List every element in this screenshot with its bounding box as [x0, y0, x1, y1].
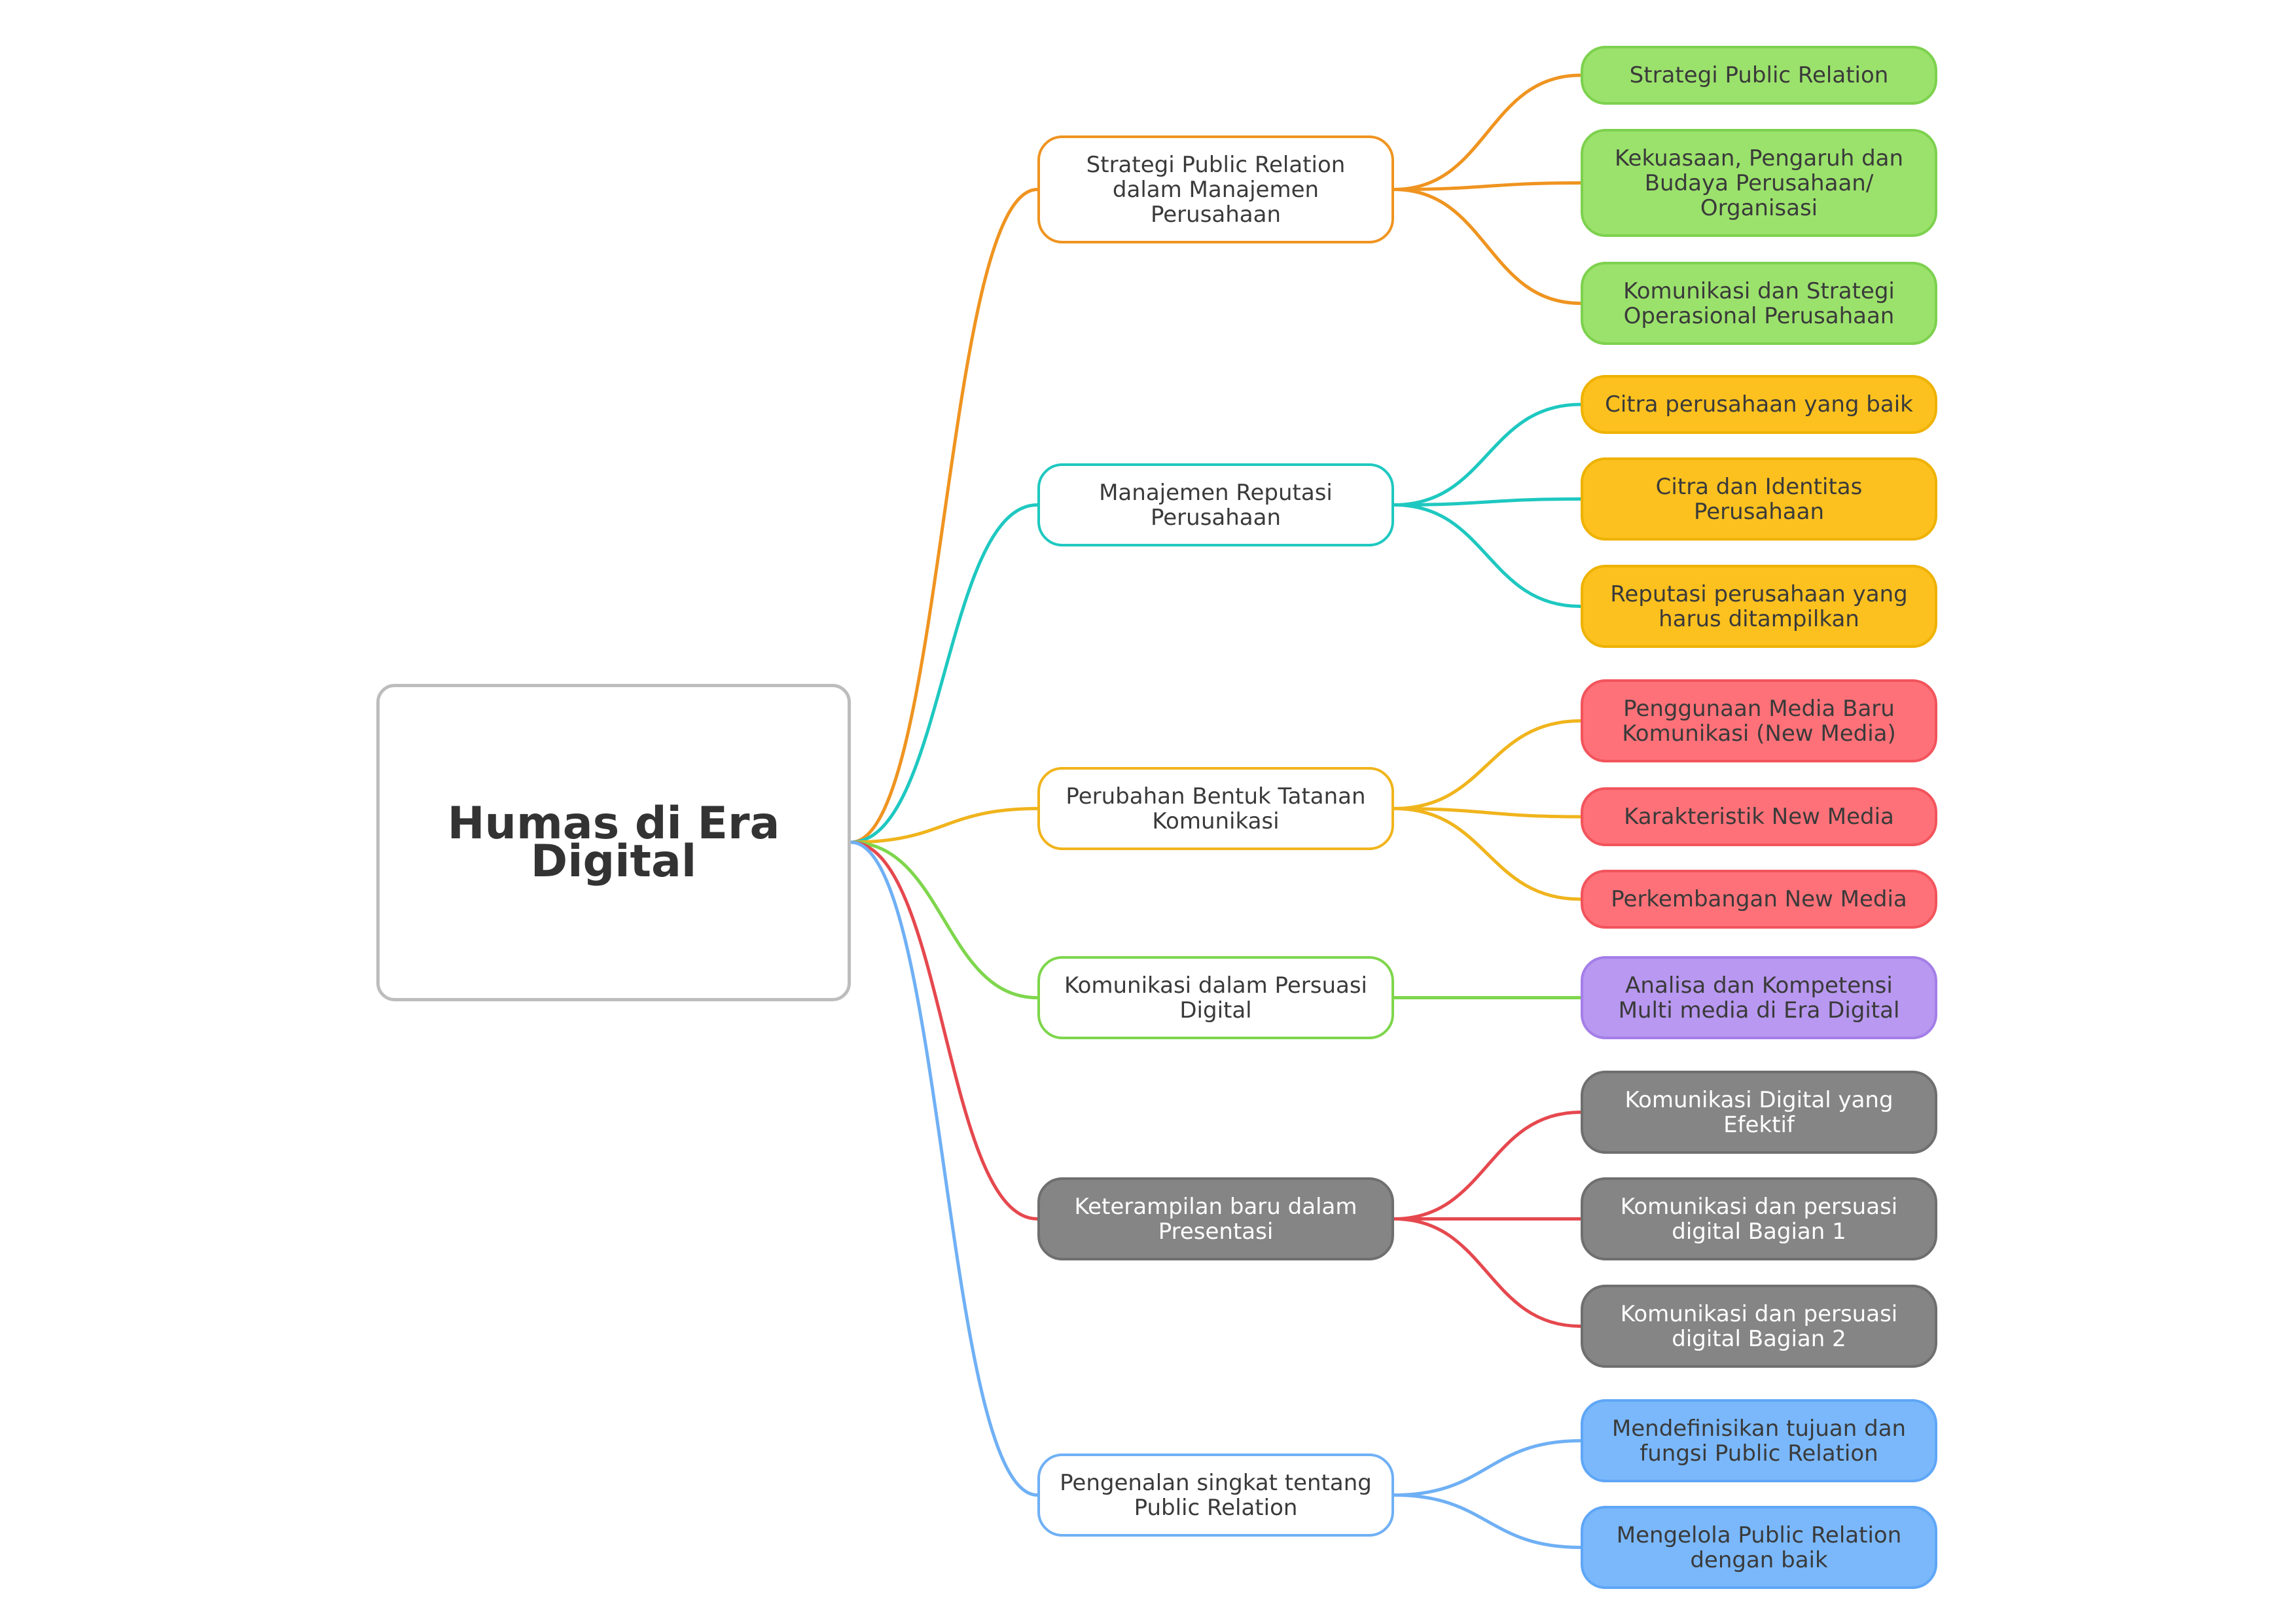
connector-root-to-branch-4: [849, 840, 1039, 999]
leaf-topic-komunikasi-dan-persuasi-digital-bagian-1[interactable]: Komunikasi dan persuasi digital Bagian 1: [1581, 1177, 1937, 1260]
leaf-topic-kekuasaan-pengaruh-dan-budaya-perusahaan[interactable]: Kekuasaan, Pengaruh dan Budaya Perusahaa…: [1581, 129, 1937, 237]
leaf-topic-komunikasi-dan-strategi-operasional-peru-label: Komunikasi dan Strategi Operasional Peru…: [1623, 277, 1895, 329]
branch-topic-pengenalan-singkat-tentang-public-relati-label: Pengenalan singkat tentang Public Relati…: [1060, 1469, 1372, 1521]
leaf-topic-mendefinisikan-tujuan-dan-fungsi-public--label: Mendefinisikan tujuan dan fungsi Public …: [1611, 1415, 1907, 1467]
branch-topic-manajemen-reputasi-perusahaan[interactable]: Manajemen Reputasi Perusahaan: [1037, 463, 1394, 546]
connector-branch-2-to-leaf-1: [1392, 402, 1583, 507]
branch-topic-keterampilan-baru-dalam-presentasi[interactable]: Keterampilan baru dalam Presentasi: [1037, 1177, 1394, 1260]
leaf-topic-perkembangan-new-media-label: Perkembangan New Media: [1611, 886, 1907, 912]
branch-topic-komunikasi-dalam-persuasi-digital[interactable]: Komunikasi dalam Persuasi Digital: [1037, 956, 1394, 1039]
leaf-topic-komunikasi-dan-persuasi-digital-bagian-2-label: Komunikasi dan persuasi digital Bagian 2: [1620, 1300, 1898, 1352]
connector-root-to-branch-3: [849, 807, 1039, 844]
leaf-topic-karakteristik-new-media-label: Karakteristik New Media: [1624, 804, 1894, 830]
branch-topic-strategi-public-relation-dalam-manajemen-label: Strategi Public Relation dalam Manajemen…: [1086, 151, 1346, 228]
leaf-topic-citra-dan-identitas-perusahaan-label: Citra dan Identitas Perusahaan: [1655, 473, 1863, 525]
leaf-topic-analisa-dan-kompetensi-multi-media-di-er-label: Analisa dan Kompetensi Multi media di Er…: [1618, 972, 1900, 1024]
leaf-topic-komunikasi-digital-yang-efektif-label: Komunikasi Digital yang Efektif: [1624, 1086, 1893, 1138]
leaf-topic-strategi-public-relation[interactable]: Strategi Public Relation: [1581, 46, 1937, 105]
branch-topic-komunikasi-dalam-persuasi-digital-label: Komunikasi dalam Persuasi Digital: [1064, 972, 1368, 1024]
connector-root-to-branch-5: [849, 840, 1039, 1221]
leaf-topic-kekuasaan-pengaruh-dan-budaya-perusahaan-label: Kekuasaan, Pengaruh dan Budaya Perusahaa…: [1614, 145, 1904, 221]
connector-branch-3-to-leaf-2: [1392, 807, 1583, 819]
connector-branch-5-to-leaf-3: [1392, 1217, 1583, 1328]
leaf-topic-perkembangan-new-media[interactable]: Perkembangan New Media: [1581, 870, 1937, 929]
connector-root-to-branch-1: [849, 188, 1039, 844]
connector-branch-2-to-leaf-3: [1392, 503, 1583, 608]
leaf-topic-komunikasi-dan-persuasi-digital-bagian-1-label: Komunikasi dan persuasi digital Bagian 1: [1620, 1193, 1898, 1245]
leaf-topic-citra-perusahaan-yang-baik[interactable]: Citra perusahaan yang baik: [1581, 375, 1937, 434]
connector-branch-1-to-leaf-3: [1392, 188, 1583, 305]
leaf-topic-komunikasi-dan-persuasi-digital-bagian-2[interactable]: Komunikasi dan persuasi digital Bagian 2: [1581, 1285, 1937, 1368]
connector-root-to-branch-2: [849, 503, 1039, 844]
connector-branch-2-to-leaf-2: [1392, 497, 1583, 507]
connector-branch-3-to-leaf-1: [1392, 719, 1583, 810]
leaf-topic-mendefinisikan-tujuan-dan-fungsi-public-[interactable]: Mendefinisikan tujuan dan fungsi Public …: [1581, 1399, 1937, 1482]
connector-branch-1-to-leaf-1: [1392, 73, 1583, 191]
leaf-topic-komunikasi-dan-strategi-operasional-peru[interactable]: Komunikasi dan Strategi Operasional Peru…: [1581, 262, 1937, 345]
leaf-topic-penggunaan-media-baru-komunikasi-new-med-label: Penggunaan Media Baru Komunikasi (New Me…: [1622, 695, 1896, 747]
leaf-topic-mengelola-public-relation-dengan-baik[interactable]: Mengelola Public Relation dengan baik: [1581, 1506, 1937, 1589]
branch-topic-keterampilan-baru-dalam-presentasi-label: Keterampilan baru dalam Presentasi: [1074, 1193, 1357, 1245]
leaf-topic-mengelola-public-relation-dengan-baik-label: Mengelola Public Relation dengan baik: [1616, 1522, 1902, 1573]
leaf-topic-citra-perusahaan-yang-baik-label: Citra perusahaan yang baik: [1605, 391, 1913, 418]
connector-branch-3-to-leaf-3: [1392, 807, 1583, 901]
branch-topic-pengenalan-singkat-tentang-public-relati[interactable]: Pengenalan singkat tentang Public Relati…: [1037, 1454, 1394, 1537]
branch-topic-strategi-public-relation-dalam-manajemen[interactable]: Strategi Public Relation dalam Manajemen…: [1037, 135, 1394, 243]
branch-topic-manajemen-reputasi-perusahaan-label: Manajemen Reputasi Perusahaan: [1099, 479, 1333, 531]
connector-branch-6-to-leaf-1: [1392, 1439, 1583, 1497]
connector-root-to-branch-6: [849, 840, 1039, 1497]
leaf-topic-reputasi-perusahaan-yang-harus-ditampilk-label: Reputasi perusahaan yang harus ditampilk…: [1610, 580, 1908, 632]
branch-topic-perubahan-bentuk-tatanan-komunikasi-label: Perubahan Bentuk Tatanan Komunikasi: [1066, 783, 1366, 834]
branch-topic-perubahan-bentuk-tatanan-komunikasi[interactable]: Perubahan Bentuk Tatanan Komunikasi: [1037, 767, 1394, 850]
connector-branch-5-to-leaf-1: [1392, 1111, 1583, 1221]
leaf-topic-strategi-public-relation-label: Strategi Public Relation: [1629, 62, 1889, 88]
leaf-topic-citra-dan-identitas-perusahaan[interactable]: Citra dan Identitas Perusahaan: [1581, 457, 1937, 541]
root-topic-label: Humas di Era Digital: [447, 797, 780, 887]
root-topic[interactable]: Humas di Era Digital: [376, 684, 851, 1001]
leaf-topic-komunikasi-digital-yang-efektif[interactable]: Komunikasi Digital yang Efektif: [1581, 1071, 1937, 1154]
leaf-topic-karakteristik-new-media[interactable]: Karakteristik New Media: [1581, 787, 1937, 846]
connector-branch-6-to-leaf-2: [1392, 1493, 1583, 1549]
leaf-topic-analisa-dan-kompetensi-multi-media-di-er[interactable]: Analisa dan Kompetensi Multi media di Er…: [1581, 956, 1937, 1039]
leaf-topic-reputasi-perusahaan-yang-harus-ditampilk[interactable]: Reputasi perusahaan yang harus ditampilk…: [1581, 565, 1937, 648]
connector-branch-1-to-leaf-2: [1392, 181, 1583, 191]
leaf-topic-penggunaan-media-baru-komunikasi-new-med[interactable]: Penggunaan Media Baru Komunikasi (New Me…: [1581, 679, 1937, 762]
